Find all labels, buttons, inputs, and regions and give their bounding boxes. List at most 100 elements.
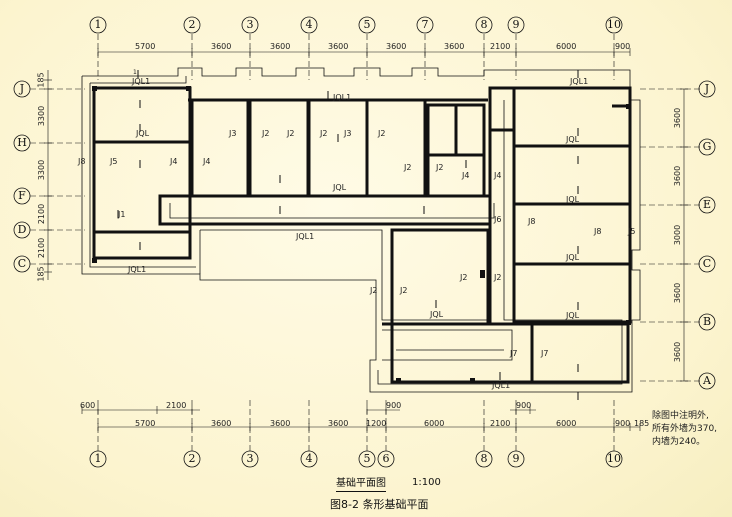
dim-bottom-9: 900 [615,419,631,428]
label-jql1-bottom: JQL1 [492,381,511,390]
label-j2-big-b: J2 [460,273,468,282]
dim-bottom-3: 3600 [270,419,291,428]
note-line-3: 内墙为240。 [652,437,706,447]
axis-label-right-C: C [702,257,712,270]
dim-top-4: 3600 [328,42,349,51]
axis-label-left-D: D [17,223,27,236]
dim-right-1: 3600 [673,107,683,129]
axis-circles-left [13,80,31,273]
label-j4-left: J4 [170,157,178,166]
label-jql1-corr: JQL1 [296,232,315,241]
dim-bottom-sec-4: 900 [516,401,532,410]
axis-label-top-1: 1 [94,18,102,31]
grid-lines [30,34,700,452]
label-jql1-right: JQL1 [570,77,589,86]
axis-label-bottom-10: 10 [607,452,621,465]
label-jql-right4: JQL [566,311,580,320]
axis-label-top-2: 2 [188,18,196,31]
dim-top-7: 2100 [490,42,511,51]
axis-label-left-J: J [19,82,25,95]
figure-caption: 图8-2 条形基础平面 [330,498,429,511]
axis-label-right-A: A [703,374,711,387]
dim-right-2: 3600 [673,165,683,187]
label-jql-left: JQL [136,129,150,138]
axis-label-top-7: 7 [421,18,429,31]
dim-left-1: 185 [36,72,46,88]
axis-label-bottom-1: 1 [94,452,102,465]
dim-top-1: 5700 [135,42,156,51]
label-j2-big-left: J2 [370,286,378,295]
axis-label-bottom-4: 4 [305,452,313,465]
axis-label-top-8: 8 [480,18,488,31]
axis-label-bottom-6: 6 [382,452,390,465]
foundation-walls [92,86,632,384]
axis-circles-bottom [89,450,623,468]
dim-right-5: 3600 [673,341,683,363]
axis-circles-top [89,16,623,34]
dim-top-5: 3600 [386,42,407,51]
bottom-dimension-lines [81,406,641,431]
axis-label-bottom-9: 9 [512,452,520,465]
dim-bottom-6: 6000 [424,419,445,428]
dim-bottom-8: 6000 [556,419,577,428]
axis-label-left-H: H [17,136,27,149]
axis-label-right-G: G [702,140,712,153]
section-mark-1: 1 [133,69,137,76]
dim-bottom-7: 2100 [490,419,511,428]
top-dimension-line [97,48,631,56]
section-marks [117,70,579,400]
column-markers [92,86,631,383]
label-j7-b: J7 [541,349,549,358]
dim-left-6: 185 [36,266,46,282]
dim-left-2: 3300 [37,105,47,127]
dim-bottom-sec-3: 900 [386,401,402,410]
axis-label-bottom-5: 5 [363,452,371,465]
axis-label-top-10: 10 [607,18,621,31]
axis-label-right-B: B [702,315,712,328]
axis-label-top-5: 5 [363,18,371,31]
label-jql-right1: JQL [566,135,580,144]
axis-label-top-3: 3 [246,18,254,31]
right-dimension-line [680,88,688,382]
label-j3-room1: J3 [229,129,237,138]
axis-label-left-C: C [17,257,27,270]
note-line-1: 除图中注明外, [652,411,709,421]
plan-scale: 1:100 [412,477,441,488]
plan-title: 基础平面图 [336,474,386,492]
label-j6: J6 [494,215,502,224]
label-j3-room3b: J3 [344,129,352,138]
foundation-outline-outer [81,67,641,393]
label-j2-small: J2 [436,163,444,172]
left-dimension-line [44,70,52,280]
axis-label-right-E: E [702,198,712,211]
dim-bottom-5: 1200 [366,419,387,428]
label-j8-right2: J8 [594,227,602,236]
dim-top-8: 6000 [556,42,577,51]
label-j2-room2b: J2 [287,129,295,138]
dim-bottom-sec-2: 2100 [166,401,187,410]
dim-bottom-1: 5700 [135,419,156,428]
dim-bottom-2: 3600 [211,419,232,428]
label-j2-room4b: J2 [404,163,412,172]
label-jql-right2: JQL [566,195,580,204]
label-j7-a: J7 [510,349,518,358]
label-j1-left: J1 [118,210,126,219]
label-jql1-mid: JQL1 [333,93,352,102]
dim-left-5: 2100 [37,237,47,259]
label-j4-small: J4 [462,171,470,180]
design-note: 除图中注明外, 所有外墙为370, 内墙为240。 [652,410,717,449]
dim-top-6: 3600 [444,42,465,51]
dim-right-3: 3000 [673,224,683,246]
axis-label-bottom-2: 2 [188,452,196,465]
label-j2-room3a: J2 [320,129,328,138]
axis-label-top-4: 4 [305,18,313,31]
dim-top-3: 3600 [270,42,291,51]
label-jql-right3: JQL [566,253,580,262]
label-j5-right: J5 [628,227,636,236]
label-jql1-left: JQL1 [128,265,147,274]
axis-label-bottom-8: 8 [480,452,488,465]
dim-left-4: 2100 [37,203,47,225]
label-jql-big: JQL [430,310,444,319]
